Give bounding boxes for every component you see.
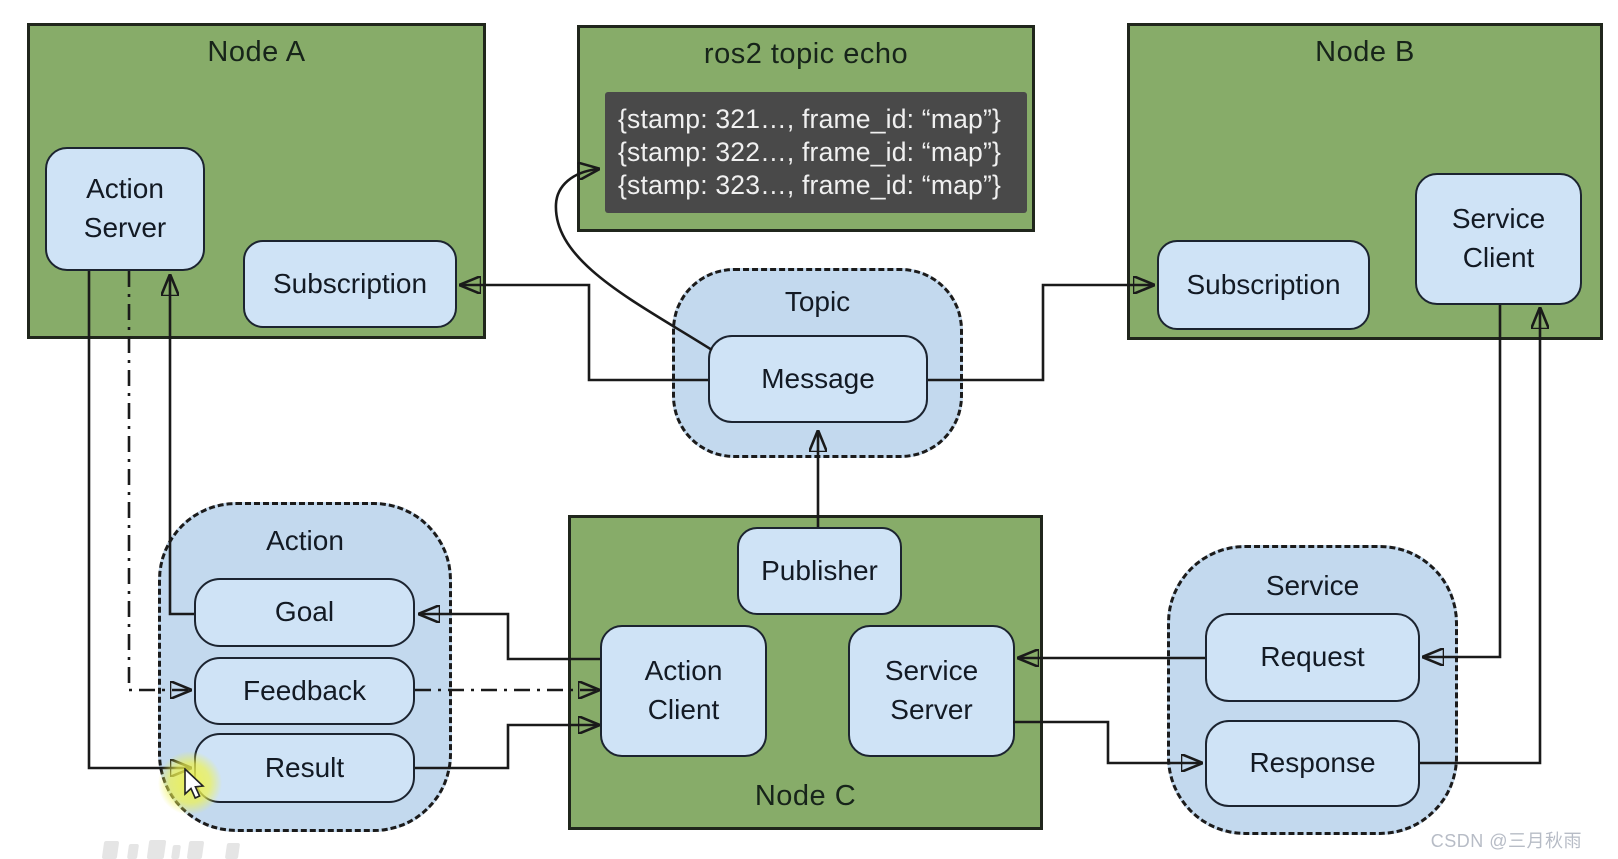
action-server-box: Action Server [45, 147, 205, 271]
feedback-label: Feedback [243, 674, 366, 706]
message-label: Message [761, 362, 875, 394]
terminal-output: {stamp: 321…, frame_id: “map”} {stamp: 3… [605, 92, 1027, 213]
node-b-title: Node B [1315, 36, 1415, 68]
action-server-label: Action Server [83, 173, 167, 243]
connector-message-to-subscription-a [461, 285, 708, 382]
action-client-box: Action Client [600, 625, 767, 757]
service-server-box: Service Server [848, 625, 1015, 757]
terminal-line: {stamp: 323…, frame_id: “map”} [618, 170, 1002, 200]
csdn-watermark: CSDN @三月秋雨 [1430, 831, 1582, 851]
mouse-cursor [184, 768, 205, 800]
message-box: Message [708, 335, 928, 423]
subscription-a-box: Subscription [243, 240, 457, 328]
action-client-label: Action Client [644, 655, 723, 725]
node-c-title: Node C [754, 780, 857, 812]
subscription-a-label: Subscription [272, 267, 428, 299]
terminal-line: {stamp: 322…, frame_id: “map”} [618, 137, 1002, 167]
service-label: Service [1265, 570, 1360, 601]
goal-box: Goal [194, 578, 415, 647]
publisher-label: Publisher [761, 554, 878, 586]
publisher-box: Publisher [737, 527, 902, 615]
topic-echo-title: ros2 topic echo [703, 38, 909, 70]
node-a-title: Node A [207, 36, 306, 68]
result-box: Result [194, 733, 415, 803]
response-label: Response [1249, 747, 1376, 779]
goal-label: Goal [274, 596, 335, 628]
request-label: Request [1260, 641, 1365, 673]
service-client-label: Service Client [1451, 203, 1546, 273]
action-label: Action [266, 525, 344, 556]
result-label: Result [264, 751, 345, 783]
request-box: Request [1205, 613, 1420, 702]
service-client-box: Service Client [1415, 173, 1582, 305]
subscription-b-box: Subscription [1157, 240, 1370, 330]
subscription-b-label: Subscription [1186, 268, 1341, 300]
feedback-box: Feedback [194, 657, 415, 725]
terminal-line: {stamp: 321…, frame_id: “map”} [618, 104, 1002, 134]
service-server-label: Service Server [884, 655, 979, 725]
topic-label: Topic [784, 286, 851, 317]
response-box: Response [1205, 720, 1420, 807]
